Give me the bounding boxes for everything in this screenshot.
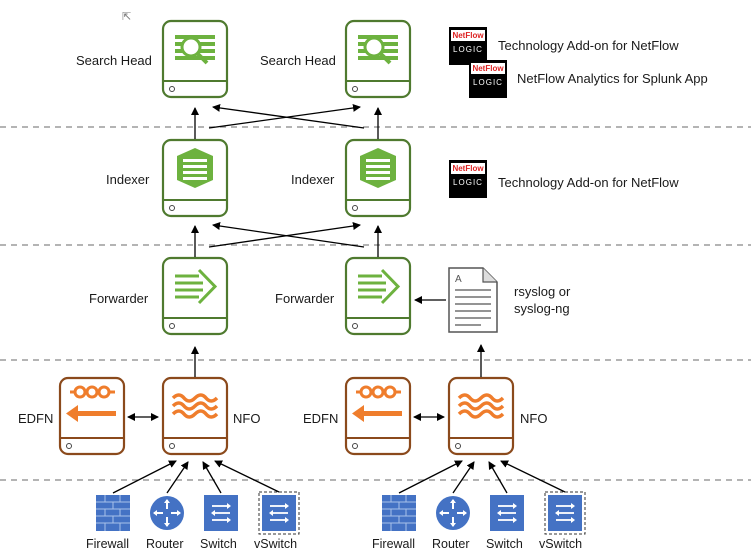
app-ta-netflow-indexer: Technology Add-on for NetFlow	[498, 175, 679, 190]
label-edfn-right: EDFN	[303, 411, 339, 426]
label-rsyslog: rsyslog or	[514, 284, 571, 299]
nfo-right	[447, 376, 515, 456]
router-icon-right	[435, 495, 471, 531]
forwarder-right	[344, 256, 412, 336]
tier-separators	[0, 126, 751, 481]
indexer-left	[161, 138, 229, 218]
label-search-head-right: Search Head	[260, 53, 336, 68]
label-router-right: Router	[432, 537, 470, 551]
label-search-head-left: Search Head	[76, 53, 152, 68]
label-nfo-right: NFO	[520, 411, 548, 426]
mouse-cursor-icon: ⇱	[122, 11, 132, 23]
label-indexer-right: Indexer	[291, 172, 335, 187]
label-switch-right: Switch	[486, 537, 523, 551]
router-icon-left	[149, 495, 185, 531]
label-nfo-left: NFO	[233, 411, 261, 426]
arrows	[112, 104, 566, 494]
label-vswitch-right: vSwitch	[539, 537, 583, 551]
search-head-right	[344, 19, 412, 99]
vswitch-icon-right	[545, 492, 585, 534]
label-forwarder-right: Forwarder	[275, 291, 335, 306]
nfo-left	[161, 376, 229, 456]
label-firewall-left: Firewall	[86, 537, 130, 551]
forwarder-left	[161, 256, 229, 336]
label-edfn-left: EDFN	[18, 411, 54, 426]
vswitch-icon-left	[259, 492, 299, 534]
firewall-icon-right	[381, 494, 417, 532]
edfn-left	[58, 376, 126, 456]
label-switch-left: Switch	[200, 537, 237, 551]
switch-icon-right	[489, 494, 525, 532]
search-head-left	[161, 19, 229, 99]
label-syslog-ng: syslog-ng	[514, 301, 570, 316]
switch-icon-left	[203, 494, 239, 532]
document-icon: A	[448, 267, 498, 333]
app-netflow-analytics: NetFlow Analytics for Splunk App	[517, 71, 708, 86]
app-ta-netflow-top: Technology Add-on for NetFlow	[498, 38, 679, 53]
svg-text:A: A	[455, 274, 462, 285]
label-vswitch-left: vSwitch	[254, 537, 298, 551]
indexer-right	[344, 138, 412, 218]
firewall-icon-left	[95, 494, 131, 532]
label-forwarder-left: Forwarder	[89, 291, 149, 306]
label-indexer-left: Indexer	[106, 172, 150, 187]
label-router-left: Router	[146, 537, 184, 551]
edfn-right	[344, 376, 412, 456]
label-firewall-right: Firewall	[372, 537, 416, 551]
